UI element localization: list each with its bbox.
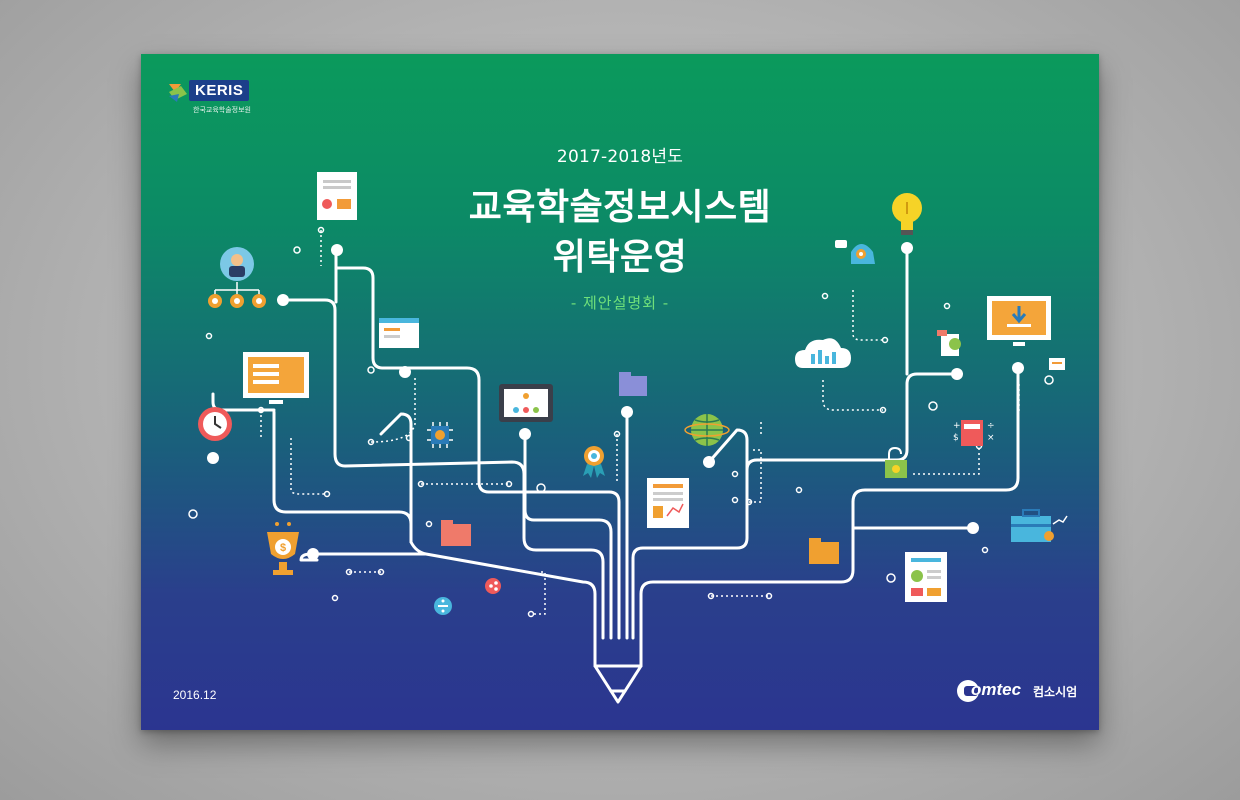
circuit-tree-illustration: $ [188,172,1068,704]
globe-icon [684,414,730,446]
date-label: 2016.12 [173,688,217,702]
target-award-icon [583,446,605,478]
monitor-download-icon [987,296,1051,346]
lightbulb-icon [892,193,922,235]
org-chart-icon [208,247,266,308]
comtec-c-icon [957,680,979,702]
year-range: 2017-2018년도 [556,147,684,167]
card-icon [379,318,419,348]
folder-icon [441,372,839,564]
clock-icon [198,407,232,441]
calculator-icon: + ÷ $ × [953,420,995,446]
share-icon [485,578,501,594]
document-new-icon [317,172,357,220]
presentation-board-icon [243,352,309,404]
report-icon [647,478,689,528]
comtec-logo: omtec 컴소시엄 [957,678,1077,708]
keris-logo-text: KERIS [189,80,250,101]
divide-icon [434,597,452,615]
keris-logo-mark-icon [169,84,187,102]
svg-text:×: × [987,433,995,443]
chat-user-icon [835,240,875,264]
comtec-wordmark: omtec [971,680,1022,699]
svg-text:$: $ [953,433,959,443]
briefcase-icon [1011,509,1068,542]
chip-icon [427,422,453,448]
tablet-flowchart-icon [499,384,553,422]
title-line-1: 교육학술정보시스템 [468,187,772,228]
keris-logo: KERIS 한국교육학술정보원 [167,76,267,118]
comtec-korean-name: 컴소시엄 [1033,685,1078,699]
certificate-icon [937,330,961,356]
subtitle: - 제안설명회 - [570,294,670,312]
title-line-2: 위탁운영 [552,237,688,278]
news-icon [905,552,947,602]
chat-bubble-icon [1049,358,1065,370]
trophy-dollar-icon: $ [267,522,299,575]
svg-text:÷: ÷ [987,421,995,431]
lock-icon [885,446,907,478]
proposal-cover: $ [141,54,1099,730]
keris-logo-subtitle: 한국교육학술정보원 [193,106,251,114]
svg-text:+: + [953,421,961,431]
svg-text:$: $ [280,542,286,554]
cloud-chart-icon [795,338,851,368]
